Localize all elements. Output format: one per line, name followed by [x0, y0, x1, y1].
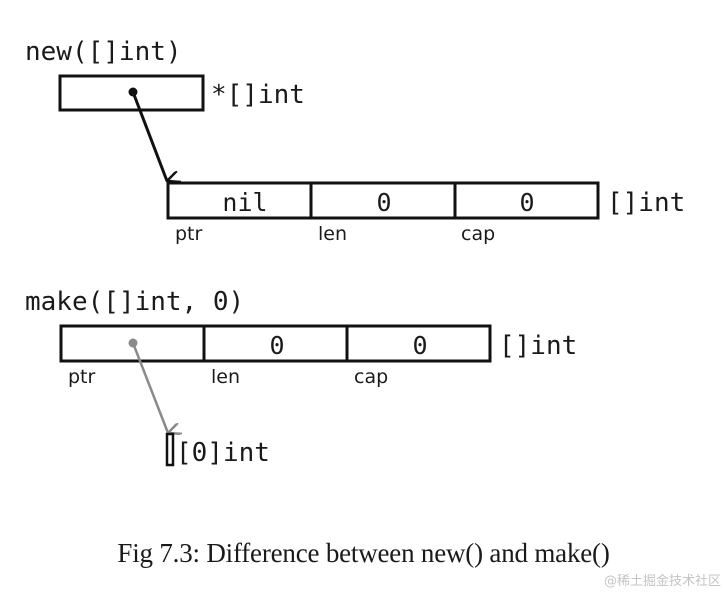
new-cap-value: 0 — [519, 188, 534, 217]
make-len-label: len — [211, 366, 240, 388]
pointer-type-label: *[]int — [211, 80, 305, 110]
zero-length-array — [165, 432, 175, 467]
pointer-arrow — [131, 91, 167, 181]
make-cap-value: 0 — [412, 331, 427, 360]
new-cap-label: cap — [461, 223, 495, 245]
make-pointer-arrow — [131, 342, 168, 433]
pointer-box — [58, 74, 205, 112]
make-slice-header — [59, 324, 492, 363]
make-ptr-label: ptr — [68, 366, 96, 388]
new-slice-type-label: []int — [607, 188, 685, 218]
new-title: new([]int) — [25, 37, 182, 67]
new-slice-header — [166, 181, 600, 220]
watermark: @稀土掘金技术社区 — [603, 574, 721, 589]
new-ptr-label: ptr — [175, 223, 203, 245]
new-ptr-value: nil — [222, 188, 267, 217]
make-cap-label: cap — [354, 366, 388, 388]
make-len-value: 0 — [269, 331, 284, 360]
array-type-label: [0]int — [176, 438, 270, 468]
figure-caption: Fig 7.3: Difference between new() and ma… — [117, 538, 610, 568]
new-len-label: len — [318, 223, 347, 245]
make-title: make([]int, 0) — [25, 287, 244, 317]
make-slice-type-label: []int — [499, 331, 577, 361]
new-len-value: 0 — [376, 188, 391, 217]
